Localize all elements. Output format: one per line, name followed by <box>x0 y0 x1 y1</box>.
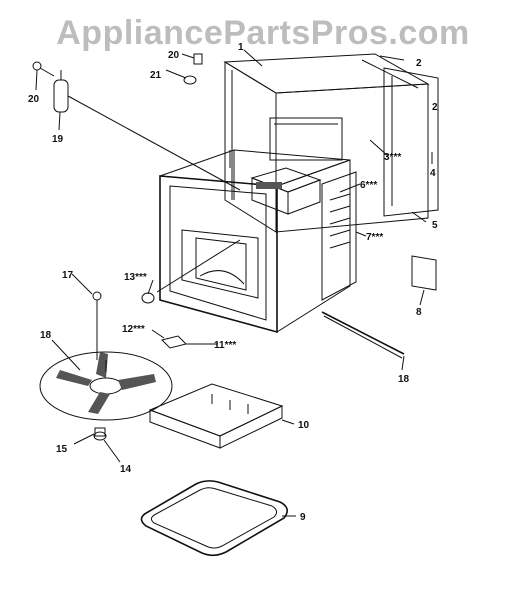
label-plate <box>411 255 437 291</box>
outer-cabinet <box>223 53 430 233</box>
label-part-2-top: 2 <box>416 58 422 69</box>
label-part-2-right: 2 <box>432 102 438 113</box>
glass-tray <box>140 480 288 557</box>
label-part-19: 19 <box>52 134 64 145</box>
back-panel <box>383 67 439 217</box>
label-part-8: 8 <box>416 307 422 318</box>
oven-cavity <box>159 149 351 334</box>
label-part-20-left: 20 <box>28 94 40 105</box>
label-part-20-top: 20 <box>168 50 180 61</box>
leader-lines <box>35 49 439 517</box>
top-screw-parts <box>183 53 203 85</box>
label-part-13: 13*** <box>124 272 147 283</box>
part-labels: 1 2 2 3*** 4 5 6*** 7*** 8 9 10 11*** 12… <box>28 42 438 523</box>
label-part-15: 15 <box>56 444 68 455</box>
label-part-3: 3*** <box>384 152 401 163</box>
label-part-10: 10 <box>298 420 310 431</box>
label-part-9: 9 <box>300 512 306 523</box>
label-part-12: 12*** <box>122 324 145 335</box>
label-part-7: 7*** <box>366 232 383 243</box>
label-part-21: 21 <box>150 70 162 81</box>
label-part-1: 1 <box>238 42 244 53</box>
control-panel <box>321 171 357 301</box>
label-part-18-trim: 18 <box>398 374 410 385</box>
roller-parts <box>93 427 107 441</box>
label-part-17: 17 <box>62 270 74 281</box>
drip-tray <box>148 383 284 449</box>
label-part-5: 5 <box>432 220 438 231</box>
magnetron-assembly <box>250 167 322 215</box>
trim-strip <box>321 311 405 359</box>
stirrer-fan <box>39 351 173 421</box>
label-part-4: 4 <box>430 168 436 179</box>
small-fittings <box>92 291 187 349</box>
label-part-14: 14 <box>120 464 132 475</box>
label-part-11: 11*** <box>214 340 236 351</box>
label-part-18-fan: 18 <box>40 330 52 341</box>
label-part-6: 6*** <box>360 180 377 191</box>
